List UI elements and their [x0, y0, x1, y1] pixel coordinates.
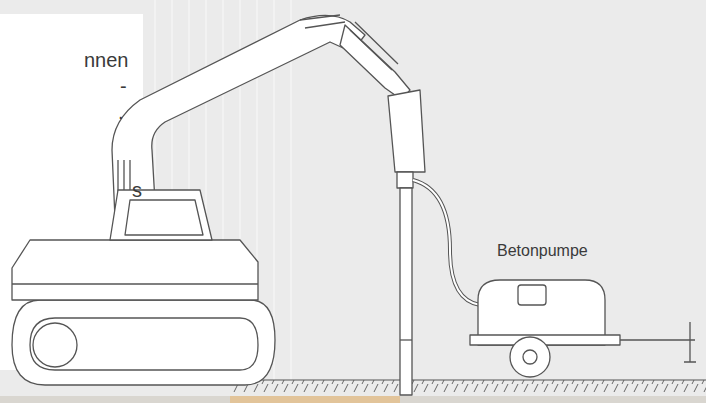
component-label: Betonpumpe: [497, 243, 588, 259]
ground-hatching: [228, 380, 706, 392]
bottom-strip: [0, 396, 706, 403]
trailer-drawbar: [620, 322, 696, 362]
track-wheel: [33, 323, 77, 367]
excavator-body: [12, 240, 258, 300]
wheel-hub: [523, 350, 537, 364]
track-inner: [30, 318, 258, 370]
cab-window: [125, 200, 203, 235]
drill-pipe-joint: [400, 339, 412, 340]
panel-text: .: [118, 102, 124, 122]
drill-pipe: [400, 188, 412, 395]
excavator-arm: [340, 25, 410, 100]
trailer-wheel: [510, 337, 550, 377]
arm-detail: [350, 22, 398, 70]
panel-text: s: [132, 180, 142, 200]
excavator-cab: [110, 190, 212, 240]
panel-text: -: [120, 76, 127, 96]
drill-coupling: [397, 172, 413, 188]
ground-line: [228, 379, 706, 380]
bottom-strip: [230, 396, 400, 403]
panel-text: nnen: [84, 50, 129, 70]
excavator-track: [12, 300, 275, 385]
drill-head: [388, 90, 425, 172]
concrete-hose: [413, 180, 480, 305]
concrete-hose-inner: [413, 180, 480, 305]
pump-window: [518, 285, 546, 305]
body-line: [12, 283, 258, 284]
